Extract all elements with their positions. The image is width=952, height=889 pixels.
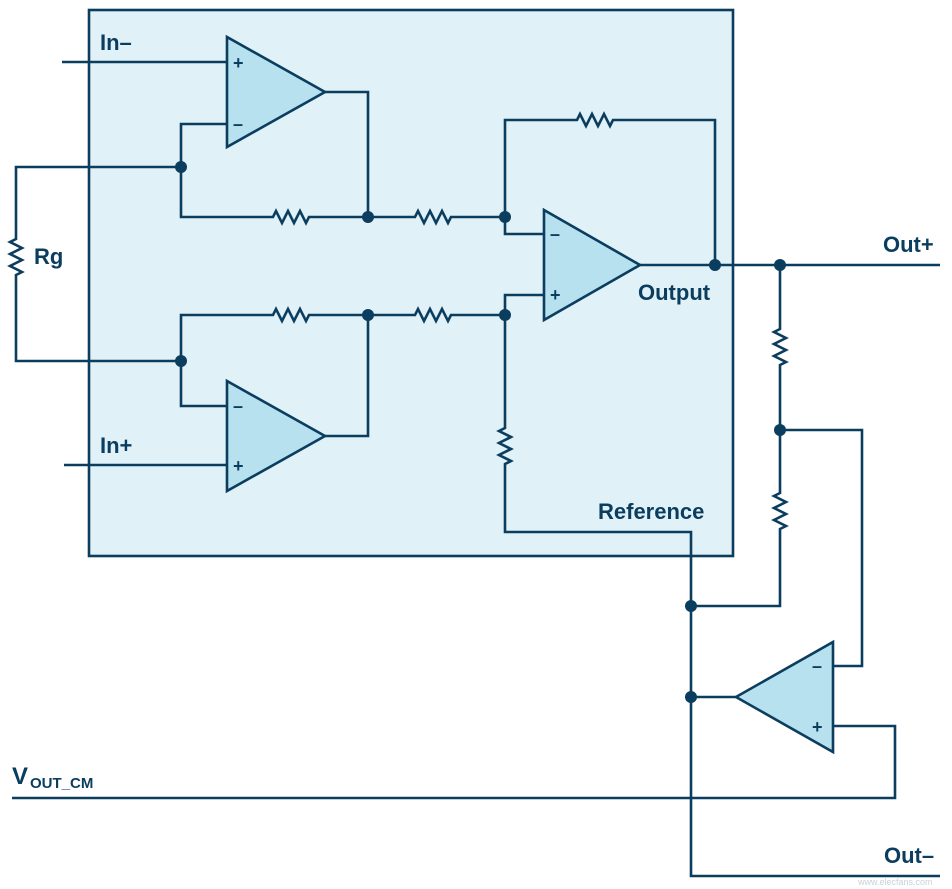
label-vout-cm: V [12,763,28,790]
junction-dot [774,424,786,436]
wire-rg-bottom [14,278,181,363]
wire-a2-output [325,315,370,438]
resistor-r3 [412,208,454,226]
wire-rg-top [14,165,181,236]
resistor-r1 [270,208,312,226]
label-out-plus: Out+ [883,232,934,257]
junction-dot [709,259,721,271]
wire-a1-output [325,90,370,217]
junction-dot [499,211,511,223]
op-amp-a2 [225,378,328,494]
junction-dot [774,259,786,271]
wire-vout-cm [12,724,897,800]
a3-minus-sign: – [550,224,560,244]
wire-a3-feedback-right [616,118,717,265]
label-in-minus: In– [100,30,132,55]
a1-plus-sign: + [233,53,244,73]
label-rg: Rg [34,244,63,269]
wire-a3-noninverting [503,293,544,315]
a3-plus-sign: + [550,285,561,305]
label-vout-cm-subscript: OUT_CM [30,775,93,792]
in-amp-enclosure [87,8,735,558]
a1-minus-sign: – [233,114,243,134]
a4-plus-sign: + [812,717,823,737]
junction-dot [362,309,374,321]
a4-minus-sign: – [812,656,822,676]
wire-sense-to-a4 [780,428,864,668]
resistor-r4 [412,306,454,324]
junction-dot [175,161,187,173]
a2-plus-sign: + [233,456,244,476]
junction-dot [685,600,697,612]
label-in-plus: In+ [100,433,132,458]
a2-minus-sign: – [233,396,243,416]
resistor-rref [496,425,514,467]
label-out-minus: Out– [884,843,934,868]
resistor-rdiv2 [771,490,789,532]
wire-divider-bottom [691,532,782,608]
junction-dot [499,309,511,321]
resistor-r2 [270,306,312,324]
op-amp-a1 [225,34,328,150]
resistor-rdiv1 [771,326,789,368]
label-reference: Reference [598,499,704,524]
junction-dot [685,691,697,703]
resistor-rg [7,236,25,278]
junction-dot [362,211,374,223]
op-amp-a4 [733,639,835,755]
wire-a3-feedback-left [503,118,574,217]
wire-reference [503,467,940,878]
label-output: Output [638,280,711,305]
watermark: www.elecfans.com [857,877,933,887]
op-amp-a3 [542,207,643,323]
resistor-rf [574,111,616,129]
junction-dot [175,355,187,367]
